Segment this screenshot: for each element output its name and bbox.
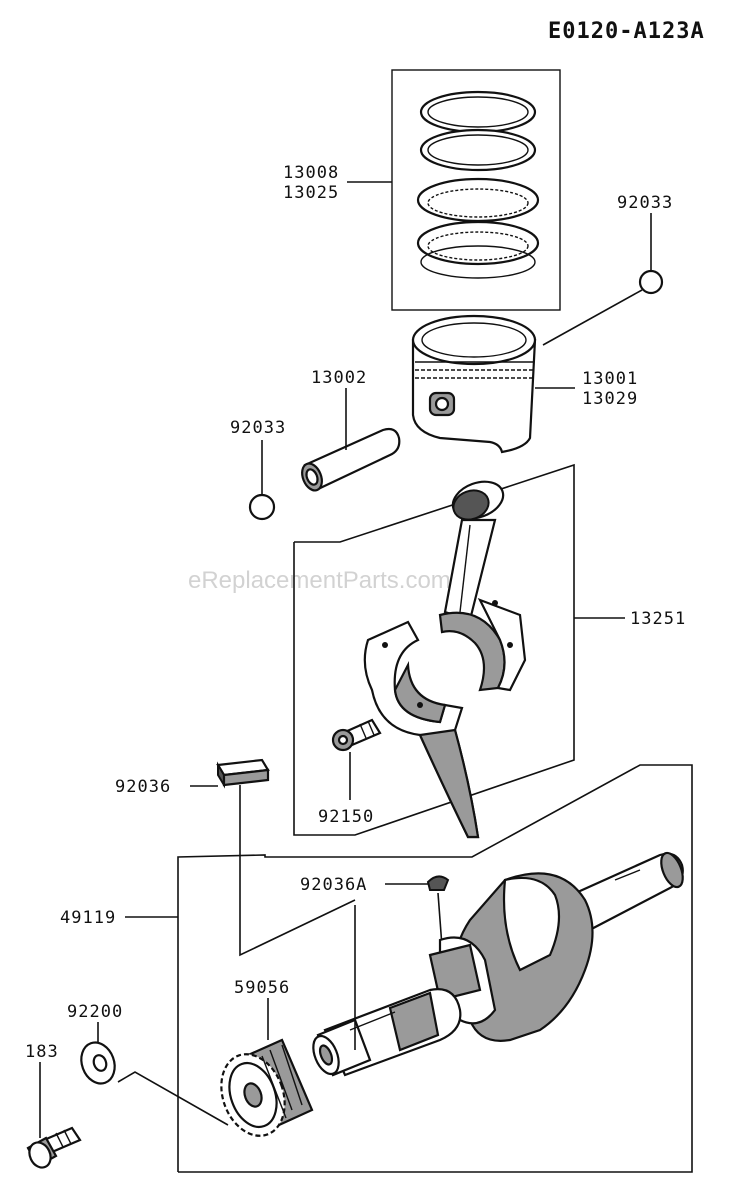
label-key-left: 92036 xyxy=(115,777,171,797)
bolt-183[interactable] xyxy=(25,1126,82,1171)
label-clip-top: 92033 xyxy=(617,193,673,213)
top-ring xyxy=(419,90,537,134)
label-conrod: 13251 xyxy=(630,609,686,629)
leader-clip-to-piston xyxy=(542,289,643,346)
label-piston-b: 13029 xyxy=(582,389,638,409)
connecting-rod[interactable] xyxy=(438,475,527,692)
piston-pin-clip-left[interactable] xyxy=(248,493,276,521)
crankshaft-frame xyxy=(177,764,693,1173)
piston[interactable] xyxy=(411,314,537,454)
piston-rings-group[interactable] xyxy=(391,69,561,311)
label-rings-b: 13025 xyxy=(283,183,339,203)
label-crank-assy: 49119 xyxy=(60,908,116,928)
conrod-cap[interactable] xyxy=(363,620,480,839)
label-clip-left: 92033 xyxy=(230,418,286,438)
piston-pin-clip-top[interactable] xyxy=(638,269,664,295)
key-left[interactable] xyxy=(216,758,270,789)
conrod-bolt[interactable] xyxy=(331,718,382,752)
label-washer: 92200 xyxy=(67,1002,123,1022)
oil-ring-upper xyxy=(416,177,540,223)
crankshaft[interactable] xyxy=(308,850,687,1078)
label-screw: 183 xyxy=(25,1042,59,1062)
leader-washer-to-gear xyxy=(117,1071,229,1126)
oil-ring-lower xyxy=(416,220,540,266)
diagram-code: E0120-A123A xyxy=(548,19,705,44)
piston-rings-frame xyxy=(391,69,561,311)
second-ring xyxy=(419,128,537,172)
label-piston-a: 13001 xyxy=(582,369,638,389)
key-right[interactable] xyxy=(426,875,450,891)
label-pin: 13002 xyxy=(311,368,367,388)
crankshaft-gear[interactable] xyxy=(210,1038,314,1145)
label-key-right: 92036A xyxy=(300,875,367,895)
leader-key-left-to-shaft xyxy=(239,785,356,957)
label-rings-a: 13008 xyxy=(283,163,339,183)
washer[interactable] xyxy=(76,1038,120,1088)
watermark: eReplacementParts.com xyxy=(188,567,451,594)
conrod-frame xyxy=(293,463,575,836)
label-gear: 59056 xyxy=(234,978,290,998)
piston-pin[interactable] xyxy=(298,427,401,493)
label-bolt: 92150 xyxy=(318,807,374,827)
